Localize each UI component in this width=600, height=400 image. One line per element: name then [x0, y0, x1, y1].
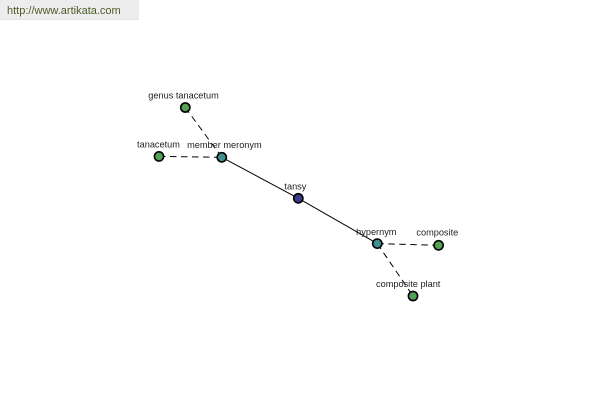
svg-text:hypernym: hypernym: [356, 227, 397, 237]
svg-text:genus tanacetum: genus tanacetum: [148, 91, 219, 101]
svg-text:tanacetum: tanacetum: [137, 140, 180, 150]
svg-text:composite: composite: [416, 228, 458, 238]
svg-text:tansy: tansy: [284, 181, 306, 191]
svg-text:composite plant: composite plant: [376, 279, 441, 289]
svg-text:member meronym: member meronym: [187, 140, 262, 150]
